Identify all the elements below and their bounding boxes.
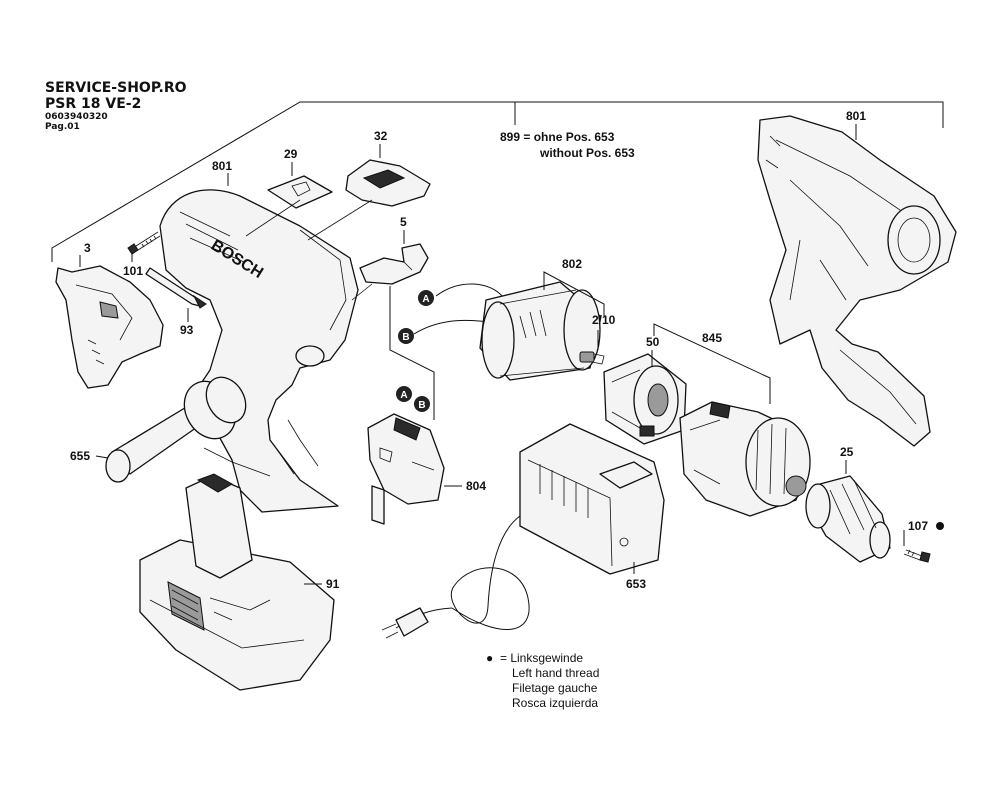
- part-804-switch: [367, 413, 445, 525]
- label-801-left: 801: [212, 159, 232, 173]
- part-91-battery-pack: [139, 473, 335, 691]
- part-32-switch-cover: [345, 159, 431, 207]
- part-107-chuck-screw: [903, 549, 931, 563]
- label-50: 50: [646, 335, 660, 349]
- part-5-direction-slider: [359, 243, 429, 285]
- svg-text:B: B: [418, 400, 425, 411]
- label-29: 29: [284, 147, 298, 161]
- part-653-charger: [381, 423, 665, 639]
- label-2-10: 2/10: [592, 313, 616, 327]
- part-655-auxiliary-handle: [105, 376, 271, 483]
- header-block: SERVICE-SHOP.RO PSR 18 VE-2 0603940320 P…: [45, 80, 187, 132]
- connector-b-switch: B: [414, 396, 430, 412]
- connector-a-switch: A: [396, 386, 412, 402]
- connector-a-motor: A: [418, 290, 434, 306]
- connector-b-motor: B: [398, 328, 414, 344]
- svg-text:A: A: [400, 390, 407, 401]
- part-code: 0603940320: [45, 112, 108, 122]
- legend-line-3: Filetage gauche: [512, 681, 598, 695]
- part-801-housing-left: BOSCH: [159, 189, 359, 513]
- label-107: 107: [908, 519, 928, 533]
- svg-text:B: B: [402, 332, 409, 343]
- label-653: 653: [626, 577, 646, 591]
- page-ref: Pag.01: [45, 122, 80, 132]
- legend-line-1: = Linksgewinde: [500, 651, 583, 665]
- part-802-motor: [413, 281, 605, 381]
- legend-bullet-symbol: ●: [486, 651, 493, 665]
- part-93-screwdriver-bit: [145, 267, 207, 309]
- part-25-keyless-chuck: [805, 475, 891, 563]
- note-line-1: 899 = ohne Pos. 653: [500, 130, 615, 144]
- label-5: 5: [400, 215, 407, 229]
- label-25: 25: [840, 445, 854, 459]
- label-32: 32: [374, 129, 388, 143]
- part-3-side-cover: [55, 265, 164, 389]
- label-93: 93: [180, 323, 194, 337]
- label-801-right: 801: [846, 109, 866, 123]
- part-101-screw: [127, 231, 161, 255]
- model-name: PSR 18 VE-2: [45, 96, 141, 112]
- part-29-label-plate: [267, 175, 333, 209]
- shop-name: SERVICE-SHOP.RO: [45, 80, 187, 96]
- set-bracket: [51, 101, 944, 262]
- label-91: 91: [326, 577, 340, 591]
- label-804: 804: [466, 479, 486, 493]
- label-845: 845: [702, 331, 722, 345]
- label-802: 802: [562, 257, 582, 271]
- part-845-gearbox: [679, 401, 811, 517]
- label-655: 655: [70, 449, 90, 463]
- part-50-gear-housing: [603, 353, 687, 445]
- part-801-housing-right: [757, 115, 957, 447]
- label-101: 101: [123, 264, 143, 278]
- label-3: 3: [84, 241, 91, 255]
- legend-line-2: Left hand thread: [512, 666, 599, 680]
- svg-text:A: A: [422, 294, 429, 305]
- note-line-2: without Pos. 653: [539, 146, 635, 160]
- legend-line-4: Rosca izquierda: [512, 696, 598, 710]
- legend-block: ● = Linksgewinde Left hand thread Fileta…: [486, 651, 599, 710]
- left-hand-thread-bullet-icon: [936, 522, 944, 530]
